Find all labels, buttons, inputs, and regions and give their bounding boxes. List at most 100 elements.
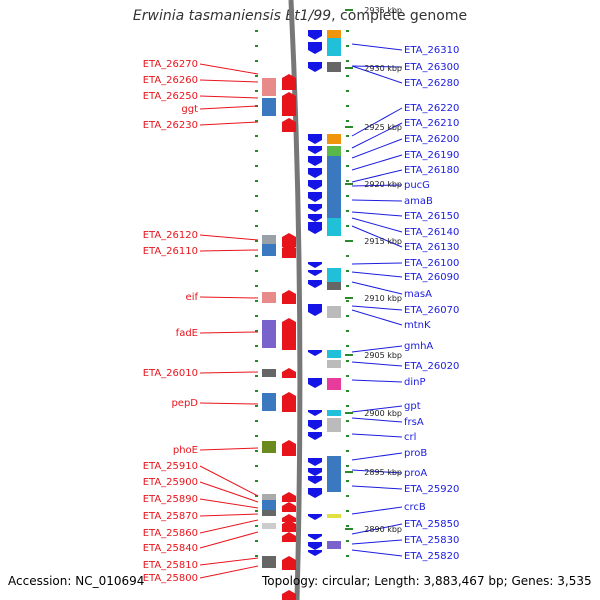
tick: [346, 345, 349, 347]
tick: [255, 165, 258, 167]
left-gene-label: ETA_26010: [143, 368, 198, 379]
reverse-arrow: [308, 42, 322, 54]
tick: [346, 45, 349, 47]
kbp-label: 2915 kbp: [364, 237, 402, 246]
tick: [255, 255, 258, 257]
leader-line: [199, 465, 259, 497]
forward-arrow: [282, 556, 296, 570]
tick: [346, 480, 349, 482]
forward-arrow: [282, 514, 296, 522]
leader-line: [351, 539, 403, 545]
right-gene-label: frsA: [404, 417, 424, 428]
leader-line: [351, 417, 403, 423]
tick: [255, 495, 258, 497]
reverse-arrow: [308, 204, 322, 212]
reverse-arrow: [308, 146, 322, 154]
tick: [346, 510, 349, 512]
tick: [255, 405, 258, 407]
feature-box: [327, 206, 341, 218]
tick: [255, 240, 258, 242]
kbp-label: 2900 kbp: [364, 409, 402, 418]
leader-line: [351, 433, 403, 438]
leader-line: [351, 184, 403, 187]
tick: [255, 315, 258, 317]
right-gene-label: ETA_26150: [404, 211, 459, 222]
tick: [346, 60, 349, 62]
leader-line: [351, 345, 403, 353]
right-gene-label: ETA_25820: [404, 551, 459, 562]
reverse-arrow: [308, 134, 322, 144]
feature-box: [327, 282, 341, 290]
leader-line: [351, 379, 403, 383]
right-gene-label: proA: [404, 468, 427, 479]
right-gene-label: gmhA: [404, 341, 433, 352]
leader-line: [351, 309, 403, 326]
tick: [346, 120, 349, 122]
leader-line: [199, 513, 259, 517]
leader-line: [199, 63, 259, 75]
reverse-arrow: [308, 476, 322, 484]
kbp-label: 2890 kbp: [364, 525, 402, 534]
feature-box: [262, 556, 276, 568]
tick: [255, 60, 258, 62]
feature-box: [262, 441, 276, 453]
kbp-label: 2920 kbp: [364, 180, 402, 189]
left-gene-label: ETA_26270: [143, 59, 198, 70]
leader-line: [351, 138, 403, 159]
leader-line: [351, 154, 403, 171]
leader-line: [351, 107, 403, 137]
tick: [346, 300, 349, 302]
right-gene-label: masA: [404, 289, 432, 300]
tick: [255, 180, 258, 182]
leader-line: [351, 305, 403, 311]
tick: [255, 525, 258, 527]
reverse-arrow: [308, 168, 322, 178]
right-gene-label: ETA_26180: [404, 165, 459, 176]
feature-box: [262, 523, 276, 529]
left-gene-label: ETA_25860: [143, 528, 198, 539]
tick: [255, 270, 258, 272]
forward-arrow: [282, 440, 296, 456]
right-gene-label: ETA_26220: [404, 103, 459, 114]
forward-arrow: [282, 118, 296, 132]
left-gene-label: ETA_26260: [143, 75, 198, 86]
tick: [346, 450, 349, 452]
feature-box: [327, 218, 341, 236]
forward-arrow: [282, 92, 296, 116]
tick: [346, 135, 349, 137]
leader-line: [199, 402, 259, 405]
tick: [346, 105, 349, 107]
tick: [255, 120, 258, 122]
feature-box: [327, 541, 341, 549]
forward-arrow: [282, 502, 296, 512]
feature-box: [327, 62, 341, 72]
right-gene-label: ETA_26090: [404, 272, 459, 283]
tick: [346, 150, 349, 152]
forward-arrow: [282, 532, 296, 542]
feature-box: [262, 510, 276, 516]
leader-line: [351, 225, 403, 248]
feature-box: [262, 78, 276, 96]
forward-arrow: [282, 74, 296, 90]
tick: [255, 135, 258, 137]
major-tick: [345, 354, 353, 356]
leader-line: [199, 371, 259, 374]
reverse-arrow: [308, 270, 322, 276]
tick: [255, 30, 258, 32]
feature-box: [327, 306, 341, 318]
tick: [255, 360, 258, 362]
right-gene-label: ETA_26140: [404, 227, 459, 238]
right-gene-label: mtnK: [404, 320, 431, 331]
tick: [255, 225, 258, 227]
reverse-arrow: [308, 488, 322, 498]
tick: [346, 540, 349, 542]
left-gene-label: ggt: [181, 104, 198, 115]
right-gene-label: amaB: [404, 196, 433, 207]
major-tick: [345, 67, 353, 69]
tick: [346, 420, 349, 422]
forward-arrow: [282, 244, 296, 258]
leader-line: [351, 199, 403, 202]
feature-box: [327, 514, 341, 518]
right-gene-label: ETA_26020: [404, 361, 459, 372]
feature-box: [327, 378, 341, 390]
